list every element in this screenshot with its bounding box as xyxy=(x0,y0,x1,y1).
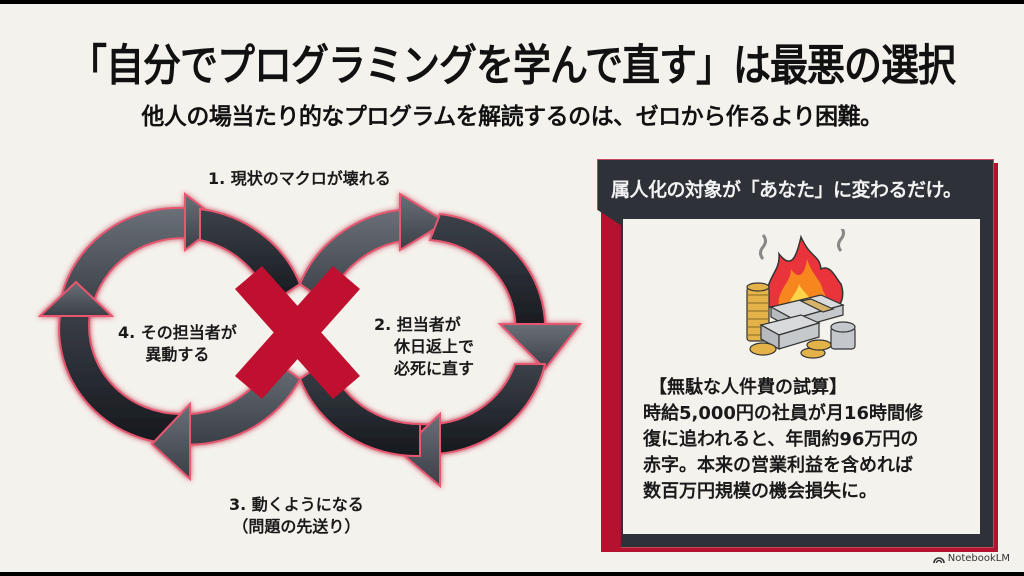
x-mark-icon xyxy=(235,266,360,399)
infinity-cycle-diagram: 1. 現状のマクロが壊れる 2. 担当者が 休日返上で 必死に直す 3. 動くよ… xyxy=(0,4,600,572)
panel-header: 属人化の対象が「あなた」に変わるだけ。 xyxy=(611,179,962,201)
panel-content: 【無駄な人件費の試算】 時給5,000円の社員が月16時間修 復に追われると、年… xyxy=(623,219,980,534)
notebooklm-logo: NotebookLM xyxy=(932,553,1010,564)
slide-subtitle: 他人の場当たり的なプログラムを解読するのは、ゼロから作るより困難。 xyxy=(141,103,883,130)
calc-line: 復に追われると、年間約96万円の xyxy=(643,429,919,450)
cost-panel: 属人化の対象が「あなた」に変わるだけ。 xyxy=(597,159,998,552)
slide: 「自分でプログラミングを学んで直す」は最悪の選択 他人の場当たり的なプログラムを… xyxy=(0,4,1024,572)
step-4-label: 4. その担当者が 異動する xyxy=(118,323,237,364)
burning-money-icon xyxy=(746,229,856,359)
cost-calculation: 【無駄な人件費の試算】 時給5,000円の社員が月16時間修 復に追われると、年… xyxy=(643,375,962,505)
notebooklm-icon xyxy=(932,556,945,563)
step-1-label: 1. 現状のマクロが壊れる xyxy=(208,169,391,188)
calc-line: 赤字。本来の営業利益を含めれば xyxy=(643,455,913,476)
logo-text: NotebookLM xyxy=(947,553,1010,564)
calc-line: 数百万円規模の機会損失に。 xyxy=(643,481,877,502)
slide-title: 「自分でプログラミングを学んで直す」は最悪の選択 xyxy=(68,39,956,91)
infinity-arrows-icon xyxy=(37,191,583,489)
calc-line: 時給5,000円の社員が月16時間修 xyxy=(643,403,923,424)
step-3-label: 3. 動くようになる （問題の先送り） xyxy=(229,495,364,536)
step-2-label: 2. 担当者が 休日返上で 必死に直す xyxy=(374,315,475,378)
calc-title: 【無駄な人件費の試算】 xyxy=(649,377,847,398)
